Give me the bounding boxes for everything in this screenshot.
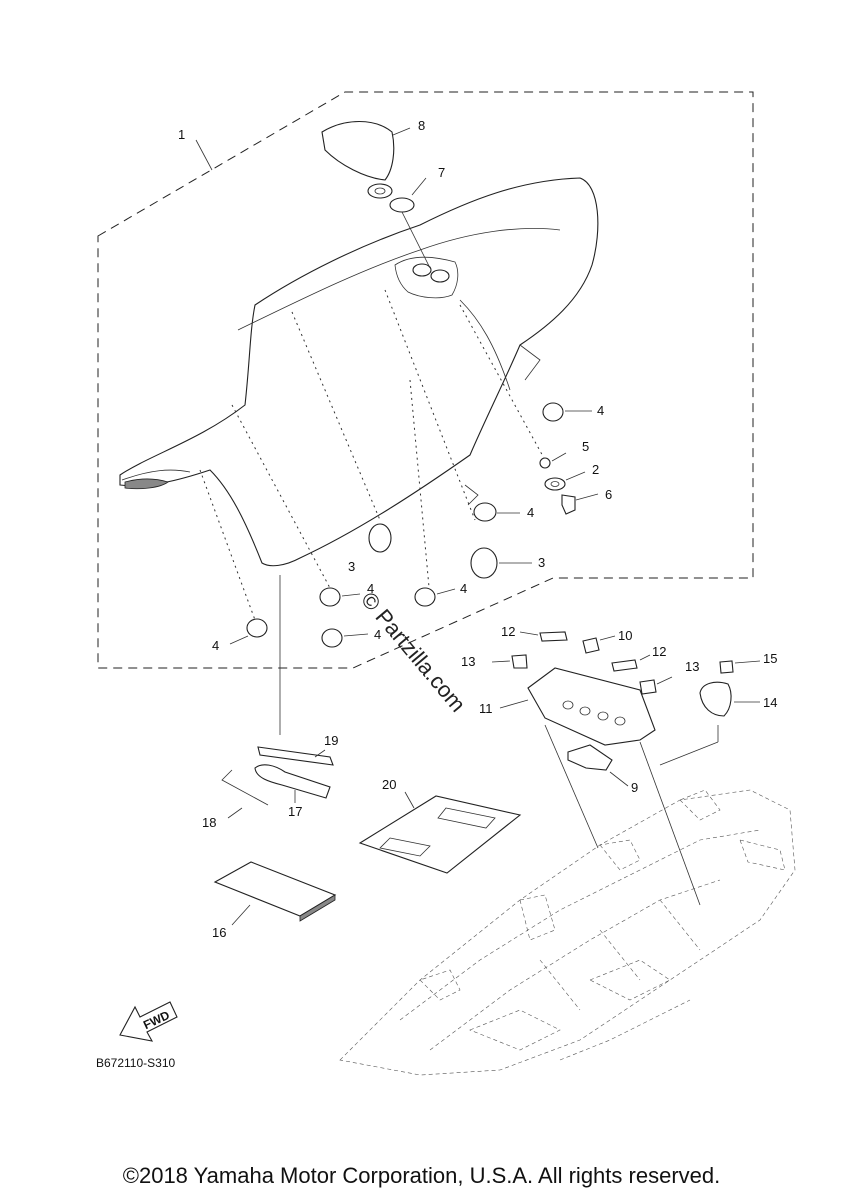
- seat-assembly-outline: [97, 91, 754, 669]
- callout-2: 2: [592, 462, 599, 477]
- callout-1: 1: [178, 127, 185, 142]
- callout-4: 4: [374, 627, 381, 642]
- callout-20: 20: [382, 777, 396, 792]
- callout-4: 4: [460, 581, 467, 596]
- callout-19: 19: [324, 733, 338, 748]
- callouts: 1 8 7 4 5 2 6 4 3 3 4 4 4 4 12 10 12 15 …: [178, 118, 777, 940]
- callout-6: 6: [605, 487, 612, 502]
- callout-13: 13: [461, 654, 475, 669]
- tool-kit: [213, 746, 522, 926]
- callout-5: 5: [582, 439, 589, 454]
- callout-4: 4: [367, 581, 374, 596]
- callout-4: 4: [527, 505, 534, 520]
- callout-16: 16: [212, 925, 226, 940]
- callout-10: 10: [618, 628, 632, 643]
- watermark: © Partzilla.com: [356, 587, 470, 717]
- callout-18: 18: [202, 815, 216, 830]
- callout-12: 12: [501, 624, 515, 639]
- callout-12: 12: [652, 644, 666, 659]
- copyright-notice: ©2018 Yamaha Motor Corporation, U.S.A. A…: [122, 1163, 721, 1188]
- callout-15: 15: [763, 651, 777, 666]
- fwd-label: FWD: [141, 1008, 172, 1032]
- frame: [339, 789, 796, 1076]
- seat: [119, 177, 599, 621]
- callout-7: 7: [438, 165, 445, 180]
- callout-8: 8: [418, 118, 425, 133]
- callout-13: 13: [685, 659, 699, 674]
- callout-9: 9: [631, 780, 638, 795]
- callout-17: 17: [288, 804, 302, 819]
- ring-washer: [367, 177, 431, 269]
- seat-cover-cap: [321, 121, 411, 181]
- diagram-code: B672110-S310: [96, 1056, 176, 1070]
- bolt-stack: [539, 452, 599, 515]
- callout-4: 4: [597, 403, 604, 418]
- seat-lock-bracket: [491, 631, 761, 906]
- callout-3: 3: [348, 559, 355, 574]
- callout-14: 14: [763, 695, 777, 710]
- callout-4: 4: [212, 638, 219, 653]
- dampers: [229, 402, 592, 648]
- callout-11: 11: [479, 701, 493, 716]
- fwd-arrow-icon: FWD: [119, 1001, 178, 1042]
- callout-3: 3: [538, 555, 545, 570]
